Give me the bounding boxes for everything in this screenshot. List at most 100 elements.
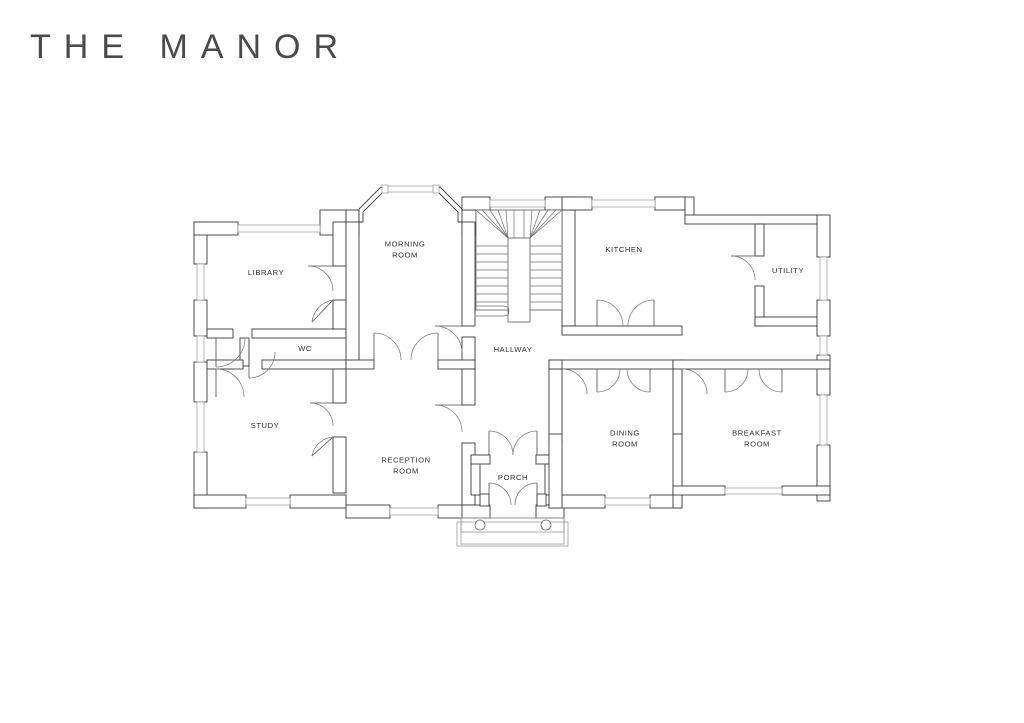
door-layer [215,255,783,506]
wall-morning-w-b [345,221,360,369]
door-study-lobby [215,368,245,398]
wall-wc-s-b [261,359,347,370]
window-study-south [245,497,291,506]
window-library-north [237,224,321,233]
door-breakfast-north-double [724,368,783,393]
wall-morning-s-a [345,359,375,370]
room-label-line: KITCHEN [605,245,642,254]
wall-dining-n [548,359,684,370]
staircase [475,209,563,323]
wall-reception-e-a [461,368,476,406]
window-left-2 [196,335,205,363]
wall-hall-e-lower [548,368,563,444]
wall-breakfast-w [672,433,683,509]
wall-dining-nw [548,359,563,370]
door-dining-breakfast [681,368,708,395]
door-morning-hallway [434,325,463,354]
wall-kitchen-n-a [561,196,593,211]
room-label-line: HALLWAY [494,345,533,354]
room-label-line: MORNING [385,240,426,249]
wall-kitchen-n-b [654,196,686,211]
wall-ext-left-c [193,361,208,403]
room-label-line: ROOM [612,440,638,449]
door-hallway-reception [434,404,463,433]
room-label-line: LIBRARY [248,268,284,277]
window-hall-north [489,199,546,208]
wall-study-s-b [289,494,347,509]
wall-breakfast-s-b [781,485,831,496]
door-study-reception-2 [311,436,334,457]
room-label-line: ROOM [392,251,418,260]
wall-morning-s-b [437,359,476,370]
wall-bay-right [435,186,463,223]
room-label-library: LIBRARY [248,268,284,277]
door-kitchen-double [596,299,655,327]
entry-step-2 [456,521,569,547]
room-label-wc: WC [298,344,312,353]
window-right-3 [819,394,828,446]
window-left-1 [196,263,205,301]
wall-dining-w [548,433,563,509]
window-reception-south [389,507,439,516]
door-kitchen-utility [730,255,756,281]
wall-porch-n-a [470,454,491,465]
wall-library-s-a [206,328,234,339]
porch-column-right [540,519,552,531]
wall-library-n-a [193,221,239,236]
wall-study-s-a [193,494,247,509]
room-label-porch: PORCH [498,473,528,482]
wall-layer [193,184,831,547]
door-porch-inner-double [488,430,538,456]
room-label-utility: UTILITY [772,266,804,275]
wall-breakfast-s-a [672,485,726,496]
wall-study-e-b [332,436,347,494]
wall-utility-s [754,316,822,327]
wall-study-e-a [332,368,347,404]
door-library-morning-1 [307,265,334,292]
door-morning-reception-double [373,332,439,361]
wall-kitchen-ne-h [684,214,821,225]
wall-hall-n-a [461,196,491,211]
page-title: THE MANOR [30,28,351,66]
window-dining-south [604,497,651,506]
wall-ext-right-b [816,299,831,337]
wall-porch-s-a [461,504,491,519]
stair-central-void [507,237,531,323]
room-label-study: STUDY [251,421,280,430]
window-bay-mullion-l [381,184,389,194]
room-label-line: PORCH [498,473,528,482]
window-breakfast-south [724,487,783,495]
room-label-dining-room: DINING ROOM [610,429,640,449]
stair-winders [475,209,563,239]
room-label-kitchen: KITCHEN [605,245,642,254]
room-label-line: WC [298,344,312,353]
room-label-line: STUDY [251,421,280,430]
wall-library-e-a [332,221,347,267]
window-kitchen-north [591,199,656,208]
wall-kitchen-s [561,325,683,336]
wall-library-s-b [251,328,347,339]
window-left-3 [196,401,205,453]
room-label-line: BREAKFAST [732,429,782,438]
porch-column-left [474,519,486,531]
window-right-1 [819,256,828,301]
door-hallway-dining [561,368,588,395]
wall-porch-jamb-l [479,493,490,507]
stair-treads-right [530,245,562,303]
window-right-2 [819,335,828,356]
wall-porch-jamb-r [536,493,547,507]
room-label-line: DINING [610,429,640,438]
wall-morning-e-b [461,221,476,327]
wall-utility-w-a [754,223,765,257]
door-library-morning-2 [311,299,334,323]
room-label-hallway: HALLWAY [494,345,533,354]
wall-breakfast-n [672,359,831,370]
door-library-lobby [215,337,246,368]
wall-ext-left-b [193,299,208,337]
room-label-layer: LIBRARY MORNING ROOM KITCHEN UTILITY WC HALLWA… [248,240,804,483]
entry-threshold [460,517,565,533]
room-label-morning-room: MORNING ROOM [385,240,426,260]
